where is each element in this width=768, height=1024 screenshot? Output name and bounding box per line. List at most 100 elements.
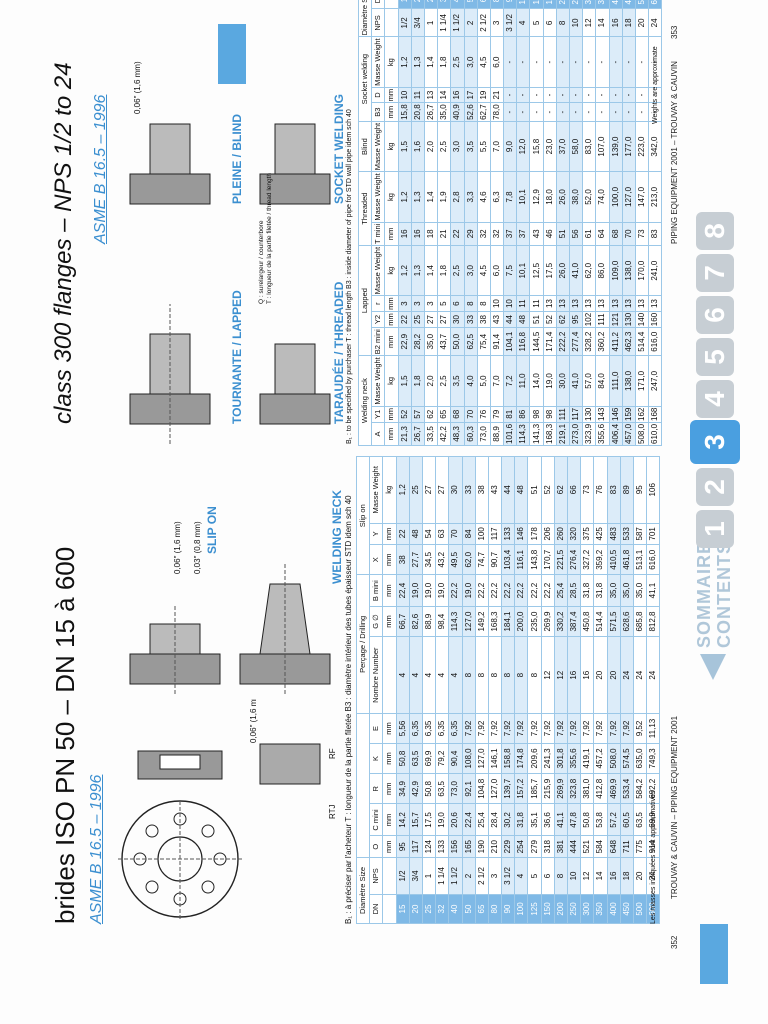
nav-box-4[interactable]: 4 bbox=[696, 380, 734, 418]
table-cell: 11 bbox=[516, 295, 530, 312]
table-cell: 133 bbox=[435, 835, 449, 858]
table-cell: 117 bbox=[488, 523, 502, 545]
table-cell: 269,9 bbox=[554, 773, 568, 804]
table-cell: 25 bbox=[411, 311, 425, 328]
table-cell: 35,0 bbox=[424, 327, 438, 356]
table-cell: 54 bbox=[422, 523, 436, 545]
table-cell: 98,4 bbox=[435, 606, 449, 637]
table-cell: 1,9 bbox=[437, 171, 451, 223]
table-cell: 500 bbox=[633, 894, 647, 924]
table-cell: 178 bbox=[527, 523, 542, 545]
left_page-col-header: C mini bbox=[369, 803, 383, 836]
table-cell: 125 bbox=[527, 894, 542, 924]
table-cell: 109,0 bbox=[609, 245, 623, 296]
nav-box-1[interactable]: 1 bbox=[696, 510, 734, 548]
table-cell: 168,3 bbox=[543, 422, 557, 446]
lapped-flange-drawing bbox=[129, 304, 211, 444]
table-cell: 184,1 bbox=[501, 606, 515, 637]
table-cell: 100 bbox=[516, 0, 530, 9]
table-cell: 81 bbox=[503, 406, 517, 423]
left_page-unit-cell: mm bbox=[382, 574, 397, 607]
table-cell: 330,2 bbox=[554, 606, 568, 637]
table-cell: 32 bbox=[477, 222, 491, 246]
table-cell: 84,0 bbox=[595, 355, 610, 407]
left-page-title: brides ISO PN 50 – DN 15 à 600 bbox=[50, 546, 80, 924]
table-cell: 3 bbox=[424, 295, 438, 312]
nav-box-5[interactable]: 5 bbox=[696, 338, 734, 376]
table-cell: 574,5 bbox=[620, 743, 634, 774]
back-arrow-icon[interactable] bbox=[698, 652, 728, 682]
table-cell: 13 bbox=[595, 295, 610, 312]
table-cell: - bbox=[595, 102, 610, 122]
table-cell: 221,5 bbox=[554, 544, 568, 575]
table-cell: 32 bbox=[435, 894, 449, 924]
nav-box-7[interactable]: 7 bbox=[696, 254, 734, 292]
table-cell: 20 bbox=[409, 894, 423, 924]
nav-box-6[interactable]: 6 bbox=[696, 296, 734, 334]
table-cell: 28,5 bbox=[567, 574, 581, 607]
table-cell: 84 bbox=[462, 523, 476, 545]
table-cell: 20 bbox=[593, 636, 608, 714]
table-cell: 102 bbox=[582, 311, 596, 328]
nav-box-8[interactable]: 8 bbox=[696, 212, 734, 250]
table-cell: - bbox=[622, 87, 636, 103]
table-cell: 6,0 bbox=[490, 245, 504, 296]
table-cell: 50,8 bbox=[580, 803, 594, 836]
nav-box-3-active[interactable]: 3 bbox=[690, 420, 740, 464]
table-cell: 79 bbox=[490, 406, 504, 423]
table-cell: 51 bbox=[529, 311, 544, 328]
table-cell: 70 bbox=[622, 222, 636, 246]
table-cell: 6 bbox=[450, 295, 464, 312]
table-cell: 160 bbox=[648, 311, 662, 328]
table-cell: 62 bbox=[424, 406, 438, 423]
table-cell: 10 bbox=[567, 857, 581, 895]
table-cell: 209,6 bbox=[527, 743, 542, 774]
table-cell: 318 bbox=[541, 835, 555, 858]
table-cell: - bbox=[503, 102, 517, 122]
table-cell: 50 bbox=[462, 894, 476, 924]
sommaire-link[interactable]: SOMMAIRE bbox=[694, 541, 714, 648]
table-cell: 63,5 bbox=[435, 773, 449, 804]
table-cell: 48 bbox=[516, 311, 530, 328]
table-cell: - bbox=[529, 36, 544, 88]
table-cell: 36,6 bbox=[541, 803, 555, 836]
table-cell: 138,0 bbox=[622, 245, 636, 296]
table-cell: 616,0 bbox=[648, 327, 662, 356]
slip-on-label: SLIP ON bbox=[205, 506, 219, 554]
table-cell: 18 bbox=[622, 8, 636, 37]
table-cell: 812,8 bbox=[646, 606, 660, 637]
table-cell: 15 bbox=[398, 0, 412, 9]
right_page-unit-cell: kg bbox=[384, 171, 399, 223]
table-cell: 3 bbox=[488, 857, 502, 895]
left_page-col-header: NPS bbox=[369, 857, 383, 895]
table-cell: - bbox=[635, 102, 649, 122]
table-cell: 13 bbox=[543, 295, 557, 312]
table-cell: 8 bbox=[475, 636, 489, 714]
left_page-unit-cell: mm bbox=[382, 803, 397, 836]
table-cell: - bbox=[543, 102, 557, 122]
table-cell: 76 bbox=[593, 456, 608, 524]
table-cell: 14 bbox=[593, 857, 608, 895]
table-cell: 49,5 bbox=[448, 544, 462, 575]
drilling-group-header: Perçage / Drilling bbox=[356, 574, 370, 714]
table-cell: 6 bbox=[541, 857, 555, 895]
slip-on-group-header: Slip on bbox=[356, 456, 370, 575]
table-cell: 1/2 bbox=[396, 857, 410, 895]
table-cell: 15,8 bbox=[529, 121, 544, 172]
table-cell: 69,9 bbox=[422, 743, 436, 774]
nav-box-2[interactable]: 2 bbox=[696, 468, 734, 506]
table-cell: 58,0 bbox=[569, 121, 583, 172]
table-cell: 571,5 bbox=[607, 606, 621, 637]
table-cell: 276,4 bbox=[567, 544, 581, 575]
contents-link[interactable]: CONTENTS bbox=[714, 541, 734, 648]
right_page-col-header: Masse Weight bbox=[371, 36, 385, 88]
table-cell: 1,3 bbox=[411, 171, 425, 223]
table-cell: 1,8 bbox=[437, 36, 451, 88]
table-cell: 5 bbox=[437, 295, 451, 312]
table-cell: 1,2 bbox=[398, 36, 412, 88]
